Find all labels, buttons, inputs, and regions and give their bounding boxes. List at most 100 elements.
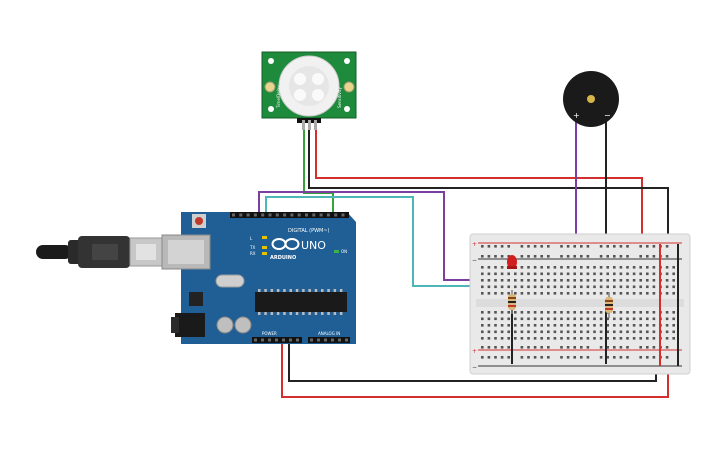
terminal-hole[interactable] [520, 317, 524, 321]
terminal-hole[interactable] [665, 266, 669, 269]
terminal-hole[interactable] [494, 285, 497, 289]
terminal-hole[interactable] [487, 292, 491, 295]
terminal-hole[interactable] [586, 272, 590, 276]
terminal-hole[interactable] [507, 285, 510, 289]
terminal-hole[interactable] [494, 330, 497, 334]
reset-button[interactable] [195, 217, 203, 225]
terminal-hole[interactable] [566, 292, 570, 295]
terminal-hole[interactable] [626, 285, 629, 289]
chip-leg[interactable] [270, 289, 274, 292]
terminal-hole[interactable] [481, 266, 484, 269]
terminal-hole[interactable] [665, 292, 669, 295]
rail-hole[interactable] [533, 346, 537, 349]
terminal-hole[interactable] [500, 266, 504, 269]
terminal-hole[interactable] [494, 311, 497, 314]
terminal-hole[interactable] [672, 272, 675, 276]
rail-hole[interactable] [613, 245, 616, 248]
terminal-hole[interactable] [481, 279, 484, 282]
terminal-hole[interactable] [665, 337, 669, 340]
terminal-hole[interactable] [619, 330, 623, 334]
digital-header-pin[interactable] [275, 213, 279, 217]
terminal-hole[interactable] [520, 279, 524, 282]
terminal-hole[interactable] [652, 330, 656, 334]
terminal-hole[interactable] [606, 266, 609, 269]
rail-hole[interactable] [626, 245, 629, 248]
terminal-hole[interactable] [639, 330, 642, 334]
chip-leg[interactable] [264, 289, 267, 292]
terminal-hole[interactable] [494, 272, 497, 276]
terminal-hole[interactable] [639, 317, 642, 321]
terminal-hole[interactable] [500, 330, 504, 334]
rail-hole[interactable] [665, 255, 669, 258]
terminal-hole[interactable] [481, 330, 484, 334]
terminal-hole[interactable] [593, 272, 596, 276]
digital-header-pin[interactable] [239, 213, 243, 217]
rail-hole[interactable] [481, 245, 484, 248]
terminal-hole[interactable] [573, 292, 576, 295]
terminal-hole[interactable] [566, 324, 570, 327]
terminal-hole[interactable] [573, 330, 576, 334]
terminal-hole[interactable] [566, 272, 570, 276]
terminal-hole[interactable] [500, 311, 504, 314]
digital-header-pin[interactable] [305, 213, 308, 217]
terminal-hole[interactable] [665, 279, 669, 282]
terminal-hole[interactable] [540, 324, 543, 327]
resistor-led[interactable] [508, 290, 516, 314]
terminal-hole[interactable] [599, 279, 603, 282]
terminal-hole[interactable] [514, 272, 517, 276]
terminal-hole[interactable] [553, 324, 557, 327]
rail-hole[interactable] [527, 346, 530, 349]
terminal-hole[interactable] [599, 292, 603, 295]
terminal-hole[interactable] [626, 330, 629, 334]
analog-header-pin[interactable] [338, 338, 341, 342]
terminal-hole[interactable] [639, 285, 642, 289]
rail-hole[interactable] [500, 245, 504, 248]
terminal-hole[interactable] [652, 285, 656, 289]
terminal-hole[interactable] [646, 330, 649, 334]
terminal-hole[interactable] [652, 324, 656, 327]
digital-header-pin[interactable] [283, 213, 287, 217]
digital-header-pin[interactable] [253, 213, 257, 217]
rail-hole[interactable] [639, 356, 642, 359]
chip-leg[interactable] [321, 312, 324, 315]
terminal-hole[interactable] [553, 292, 557, 295]
digital-header-pin[interactable] [319, 213, 323, 217]
terminal-hole[interactable] [626, 324, 629, 327]
power-header-pin[interactable] [282, 338, 285, 342]
rail-hole[interactable] [520, 245, 524, 248]
terminal-hole[interactable] [566, 279, 570, 282]
rail-hole[interactable] [560, 245, 563, 248]
terminal-hole[interactable] [580, 272, 583, 276]
terminal-hole[interactable] [514, 317, 517, 321]
terminal-hole[interactable] [553, 279, 557, 282]
terminal-hole[interactable] [580, 337, 583, 340]
terminal-hole[interactable] [646, 311, 649, 314]
rail-hole[interactable] [580, 245, 583, 248]
terminal-hole[interactable] [514, 330, 517, 334]
chip-leg[interactable] [276, 312, 280, 315]
rail-hole[interactable] [613, 346, 616, 349]
chip-leg[interactable] [264, 312, 267, 315]
terminal-hole[interactable] [533, 266, 537, 269]
rail-hole[interactable] [665, 346, 669, 349]
terminal-hole[interactable] [481, 311, 484, 314]
chip-leg[interactable] [339, 289, 343, 292]
terminal-hole[interactable] [580, 279, 583, 282]
terminal-hole[interactable] [599, 285, 603, 289]
breadboard[interactable]: + − + − [469, 233, 691, 375]
terminal-hole[interactable] [494, 279, 497, 282]
rail-hole[interactable] [520, 255, 524, 258]
terminal-hole[interactable] [560, 330, 563, 334]
terminal-hole[interactable] [487, 272, 491, 276]
rail-hole[interactable] [646, 245, 649, 248]
rail-hole[interactable] [639, 255, 642, 258]
rail-hole[interactable] [652, 255, 656, 258]
terminal-hole[interactable] [500, 279, 504, 282]
terminal-hole[interactable] [481, 285, 484, 289]
terminal-hole[interactable] [665, 317, 669, 321]
terminal-hole[interactable] [593, 266, 596, 269]
terminal-hole[interactable] [639, 337, 642, 340]
terminal-hole[interactable] [533, 292, 537, 295]
pir-sensor[interactable]: Time/Delay Sensitivity [261, 51, 357, 130]
terminal-hole[interactable] [487, 330, 491, 334]
